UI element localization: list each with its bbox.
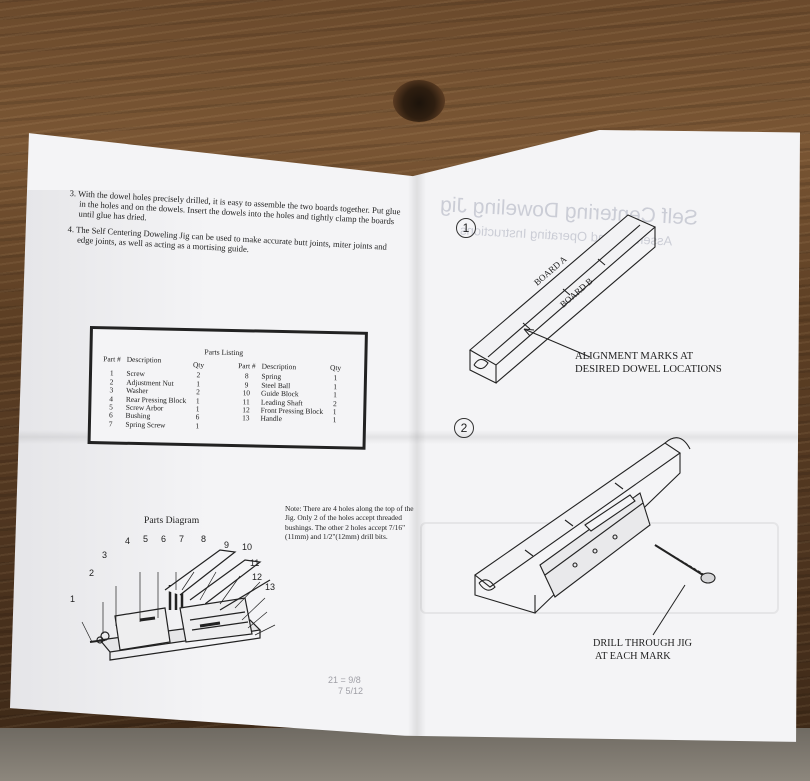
callout-11: 11	[250, 558, 260, 568]
callout-1: 1	[70, 594, 76, 604]
parts-cell-qty: 1	[195, 421, 200, 431]
callout-3: 3	[102, 550, 108, 560]
parts-diagram-illustration	[81, 549, 276, 661]
parts-cell-description: Spring Screw	[125, 419, 166, 430]
callout-8: 8	[201, 534, 207, 544]
fold-crease-vertical	[408, 130, 426, 742]
callout-4: 4	[125, 536, 131, 546]
callout-7: 7	[179, 534, 185, 544]
bushing-note: Note: There are 4 holes along the top of…	[285, 504, 414, 542]
drill-through-label: DRILL THROUGH JIG AT EACH MARK	[593, 638, 693, 662]
pencil-notes: 21 = 9/8 7 5/12	[328, 675, 364, 696]
parts-cell-qty: 1	[332, 415, 337, 425]
alignment-arrow	[523, 328, 591, 358]
alignment-marks-label: ALIGNMENT MARKS AT DESIRED DOWEL LOCATIO…	[575, 351, 722, 375]
callout-13: 13	[265, 582, 276, 592]
callout-5: 5	[143, 534, 149, 544]
parts-row: 13 Handle 1	[234, 414, 343, 425]
step-1-boards-illustration	[469, 214, 657, 384]
parts-cell-description: Handle	[260, 414, 282, 424]
callout-9: 9	[224, 540, 230, 550]
step-1-number: 1	[456, 218, 476, 238]
callout-2: 2	[89, 568, 95, 578]
header-qty: Qty	[192, 360, 205, 370]
step-2-jig-illustration	[474, 437, 716, 636]
step-2-number: 2	[454, 418, 474, 438]
parts-cell-part: 13	[242, 413, 250, 423]
callout-6: 6	[161, 534, 167, 544]
header-part: Part #	[103, 354, 121, 364]
callout-12: 12	[252, 572, 263, 582]
wood-knot-hole	[393, 80, 445, 122]
parts-cell-part: 7	[108, 419, 113, 429]
instruction-sheet: Self Centering Doweling Jig Assembly and…	[10, 130, 800, 742]
parts-diagram-title: Parts Diagram	[144, 515, 200, 526]
callout-10: 10	[242, 542, 253, 552]
parts-listing-title: Parts Listing	[204, 347, 244, 358]
parts-row: 7 Spring Screw 1	[99, 419, 206, 431]
